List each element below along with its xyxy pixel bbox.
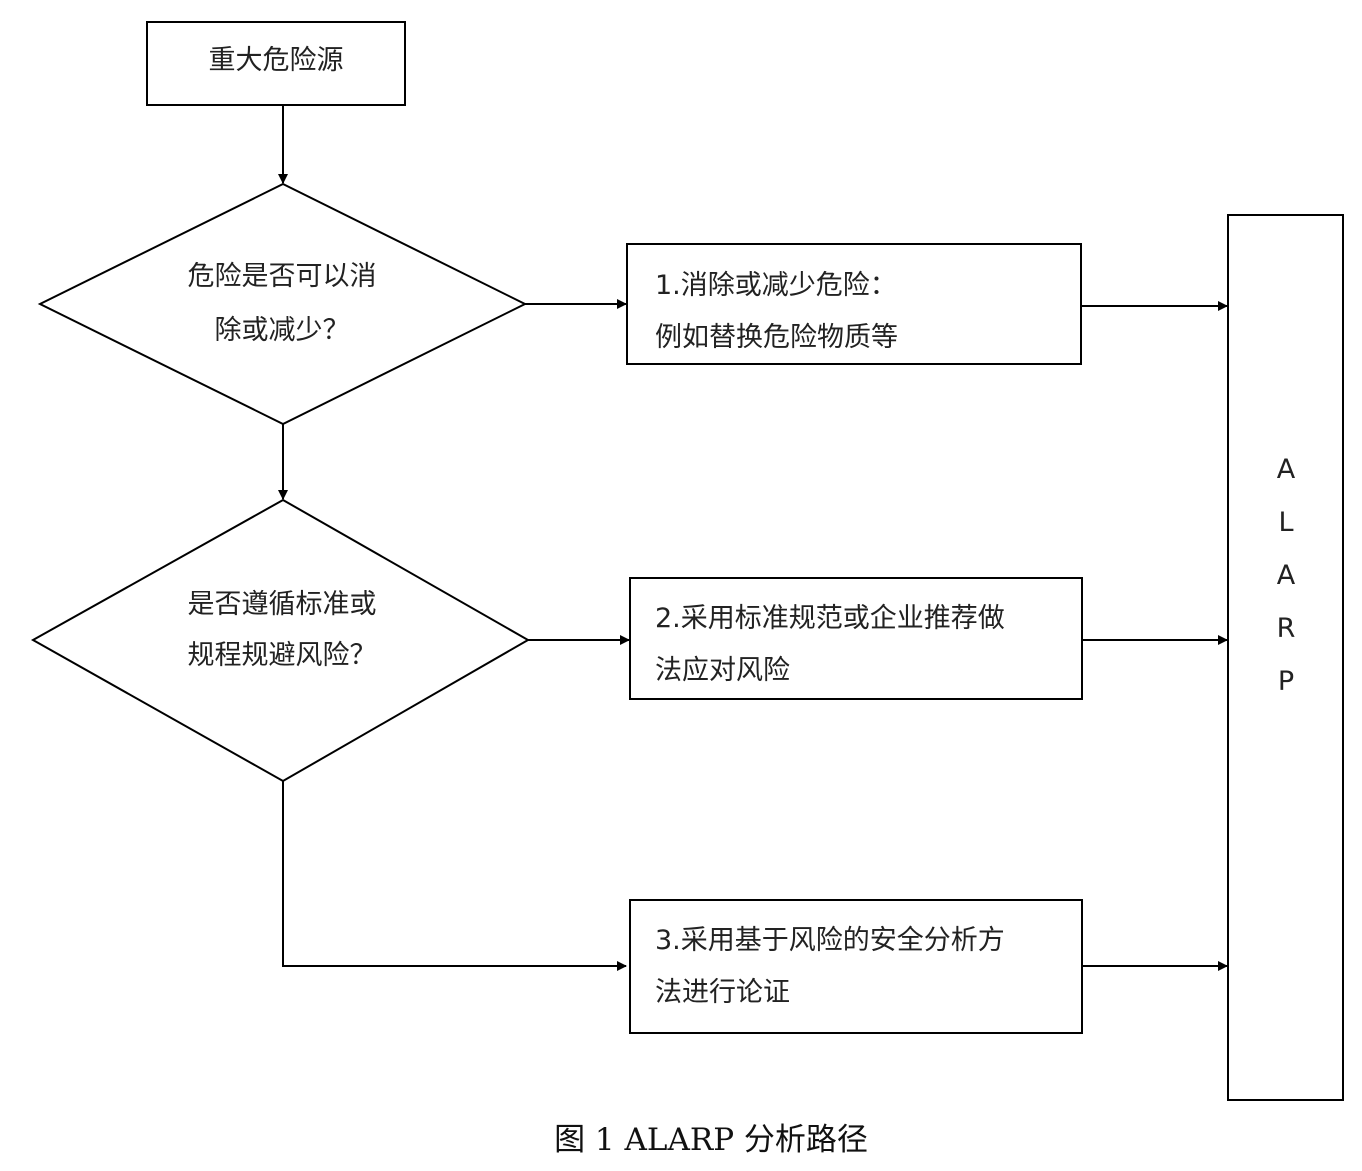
arrow-decision-2-to-box-3 <box>282 781 627 971</box>
alarp-letter-1: A <box>1277 454 1296 485</box>
action-box-1-line1: 1.消除或减少危险： <box>655 270 897 301</box>
decision-2-line2: 规程规避风险？ <box>188 640 377 671</box>
alarp-letter-5: P <box>1278 666 1294 697</box>
decision-1-line2: 除或减少？ <box>215 315 350 346</box>
action-box-3: 3.采用基于风险的安全分析方 法进行论证 <box>629 899 1083 1034</box>
action-box-1-line2: 例如替换危险物质等 <box>655 322 898 353</box>
alarp-letter-3: A <box>1277 560 1296 591</box>
action-box-3-line2: 法进行论证 <box>655 977 790 1008</box>
alarp-letter-2: L <box>1278 507 1293 538</box>
connectors <box>278 105 1228 971</box>
decision-1: 危险是否可以消 除或减少？ <box>37 182 528 426</box>
alarp-box: A L A R P <box>1227 214 1344 1101</box>
decision-1-line1: 危险是否可以消 <box>188 261 377 292</box>
alarp-letter-4: R <box>1277 613 1296 644</box>
action-box-2: 2.采用标准规范或企业推荐做 法应对风险 <box>629 577 1083 700</box>
figure-caption: 图 1 ALARP 分析路径 <box>554 1122 868 1158</box>
decision-2-line1: 是否遵循标准或 <box>188 589 377 620</box>
action-box-1: 1.消除或减少危险： 例如替换危险物质等 <box>626 243 1082 365</box>
action-box-3-line1: 3.采用基于风险的安全分析方 <box>655 925 1005 956</box>
action-box-2-line1: 2.采用标准规范或企业推荐做 <box>655 603 1005 634</box>
start-node-label: 重大危险源 <box>209 45 344 76</box>
action-box-2-line2: 法应对风险 <box>655 655 790 686</box>
decision-2: 是否遵循标准或 规程规避风险？ <box>30 498 531 783</box>
start-node: 重大危险源 <box>146 21 406 106</box>
